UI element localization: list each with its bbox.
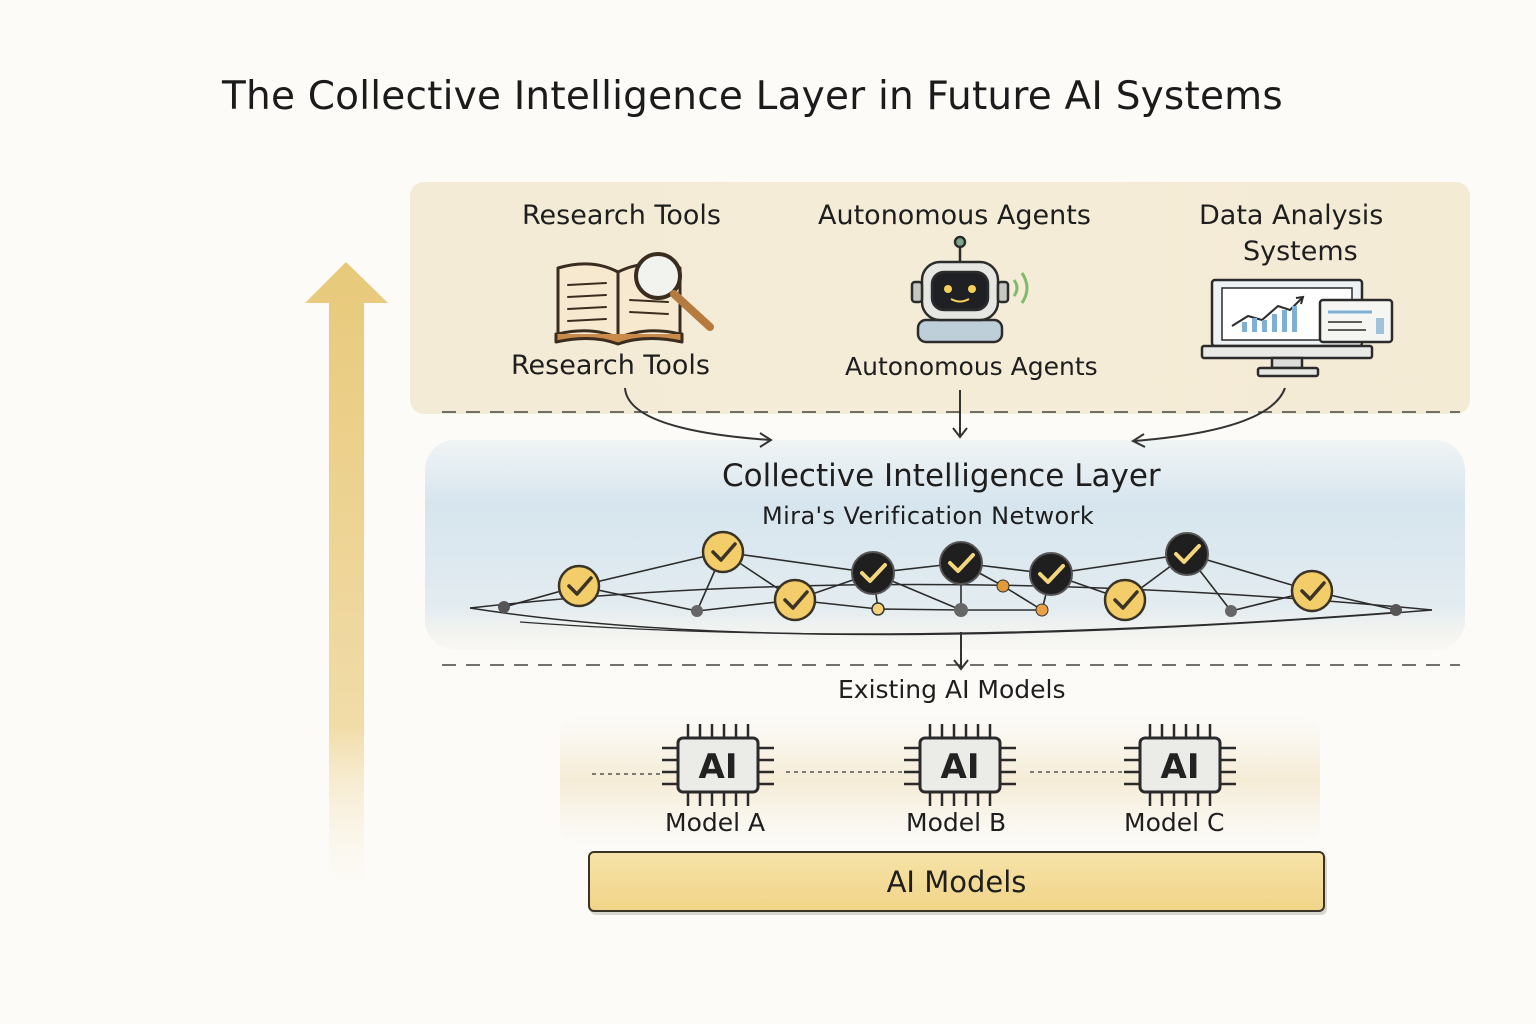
chip-label-a: AI [699, 747, 738, 787]
network-dot [1390, 604, 1402, 616]
collective-layer-subtitle: Mira's Verification Network [762, 502, 1095, 530]
network-dot [498, 601, 510, 613]
page-title: The Collective Intelligence Layer in Fut… [222, 74, 1283, 119]
checkmark-icon [1103, 578, 1147, 622]
checkmark-icon [557, 564, 601, 608]
dark-check-nodes [851, 532, 1209, 596]
ai-models-base: AI Models [588, 851, 1325, 912]
ai-chip-icon: AI [904, 724, 1016, 806]
checkmark-icon [773, 578, 817, 622]
chip-links [592, 771, 1122, 775]
network-dot [1225, 605, 1237, 617]
arrow-from-data [1133, 387, 1286, 442]
network-dot [954, 603, 968, 617]
data-analysis-heading-line1: Data Analysis [1199, 200, 1384, 231]
checkmark-icon [701, 530, 745, 574]
verification-network [469, 551, 1433, 636]
network-dot [871, 602, 885, 616]
network-dot [691, 605, 703, 617]
input-arrows [624, 387, 1286, 448]
research-tools-heading: Research Tools [522, 200, 721, 231]
checkmark-icon [1290, 569, 1334, 613]
autonomous-agents-caption: Autonomous Agents [845, 352, 1098, 381]
book-magnifier-icon [554, 252, 714, 346]
arrow-from-research [624, 387, 771, 441]
ai-models-base-label: AI Models [886, 864, 1027, 899]
checkmark-icon [851, 551, 895, 595]
autonomous-agents-heading: Autonomous Agents [818, 200, 1091, 231]
research-tools-caption: Research Tools [511, 350, 710, 381]
arrow-to-models [953, 632, 969, 671]
checkmark-icon [939, 541, 983, 585]
chip-label-c: AI [1161, 747, 1200, 787]
robot-icon [910, 235, 1029, 344]
chip-label-b: AI [941, 747, 980, 787]
network-dot [996, 579, 1010, 593]
model-c-label: Model C [1124, 808, 1225, 837]
model-a-label: Model A [665, 808, 766, 837]
ai-chip-icon: AI [662, 724, 774, 806]
collective-layer-title: Collective Intelligence Layer [722, 458, 1161, 494]
middle-band [425, 440, 1465, 650]
ai-chip-icon: AI [1124, 724, 1236, 806]
existing-models-label: Existing AI Models [838, 675, 1066, 704]
gold-check-nodes [557, 530, 1334, 622]
upward-arrow [305, 262, 388, 880]
monitor-chart-icon [1200, 278, 1394, 378]
checkmark-icon [1029, 552, 1073, 596]
network-dot [1035, 603, 1049, 617]
data-analysis-heading-line2: Systems [1243, 236, 1358, 267]
model-b-label: Model B [906, 808, 1007, 837]
checkmark-icon [1165, 532, 1209, 576]
